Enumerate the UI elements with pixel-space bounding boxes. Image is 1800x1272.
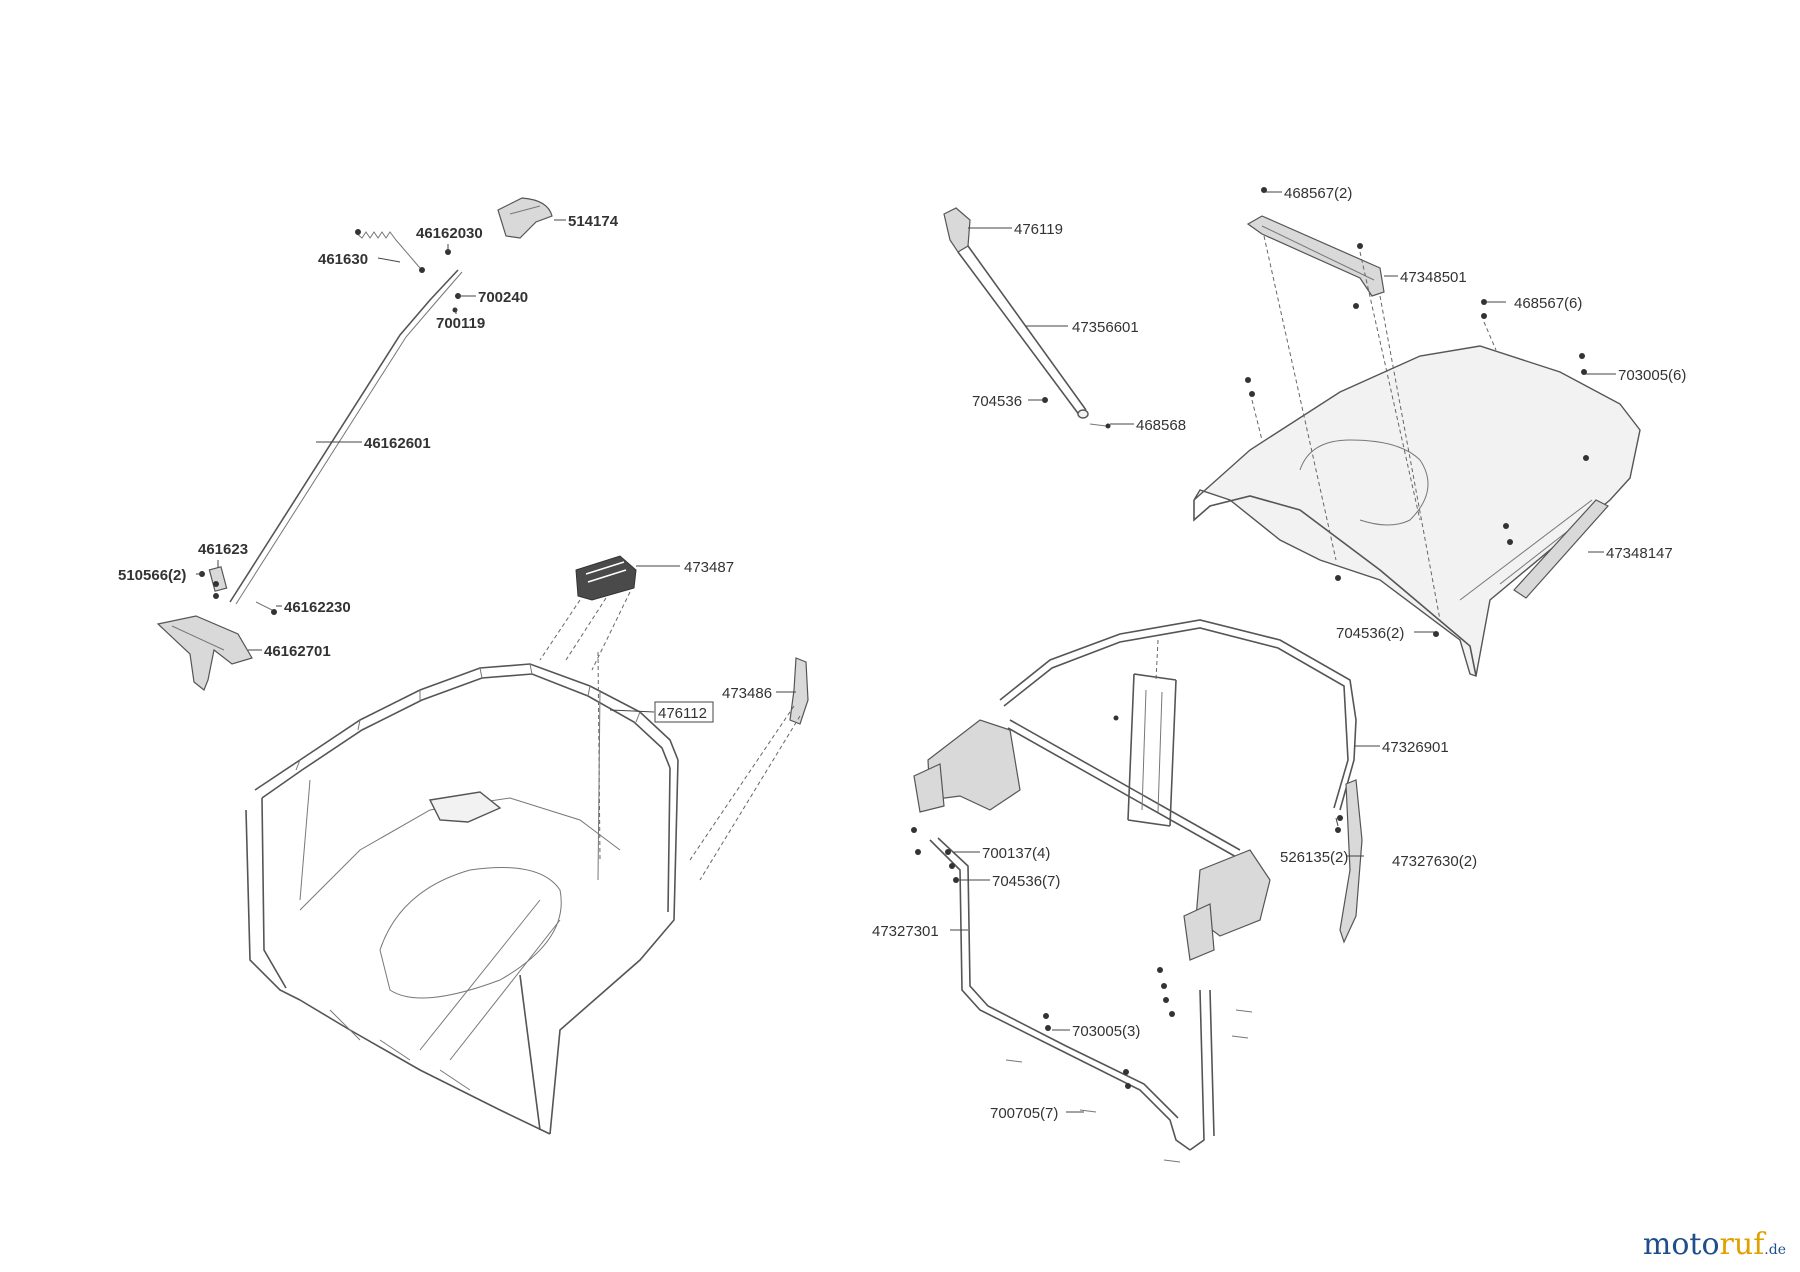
label-47326901: 47326901 xyxy=(1382,739,1449,756)
label-461623: 461623 xyxy=(198,541,248,558)
handle-grip-473487 xyxy=(575,555,637,601)
motoruf-logo: motoruf.de xyxy=(1643,1227,1786,1262)
label-468567-6: 468567(6) xyxy=(1514,295,1582,312)
label-700705: 700705(7) xyxy=(990,1105,1058,1122)
side-clip-47327630 xyxy=(1339,779,1363,944)
clip-473486 xyxy=(789,657,809,725)
lever-bracket-part xyxy=(156,615,253,691)
label-704536: 704536 xyxy=(972,393,1022,410)
bag-accessory-parts xyxy=(539,555,809,881)
label-46162230: 46162230 xyxy=(284,599,351,616)
logo-text-de: .de xyxy=(1764,1242,1786,1258)
label-46162701: 46162701 xyxy=(264,643,331,660)
spring-part xyxy=(355,231,421,269)
label-514174: 514174 xyxy=(568,213,619,230)
logo-text-moto: moto xyxy=(1642,1227,1720,1262)
label-700240: 700240 xyxy=(478,289,528,306)
grass-bag-frame xyxy=(245,663,679,1135)
bag-frame xyxy=(911,619,1363,1163)
label-47348501: 47348501 xyxy=(1400,269,1467,286)
lever-assembly xyxy=(156,197,553,691)
label-476119: 476119 xyxy=(1014,221,1063,238)
label-510566: 510566(2) xyxy=(118,567,186,584)
grip-cap-part xyxy=(497,197,553,239)
label-704536-7: 704536(7) xyxy=(992,873,1060,890)
cover-handle-47348501 xyxy=(1246,215,1385,297)
label-476112: 476112 xyxy=(658,705,707,722)
label-47327630: 47327630(2) xyxy=(1392,853,1477,870)
label-526135: 526135(2) xyxy=(1280,849,1348,866)
part-labels: 514174 46162030 461630 700240 700119 461… xyxy=(118,185,1686,1122)
label-47327301: 47327301 xyxy=(872,923,939,940)
handle-tube-assembly xyxy=(943,207,1111,429)
label-46162030: 46162030 xyxy=(416,225,483,242)
grip-476119 xyxy=(943,207,971,253)
label-47348147: 47348147 xyxy=(1606,545,1673,562)
bag-cover xyxy=(1193,187,1641,677)
label-473487: 473487 xyxy=(684,559,734,576)
label-700119: 700119 xyxy=(436,315,485,332)
leader-lines xyxy=(196,191,1616,1113)
label-468568: 468568 xyxy=(1136,417,1186,434)
logo-text-ruf: ruf xyxy=(1719,1227,1765,1262)
label-468567-2: 468567(2) xyxy=(1284,185,1352,202)
label-703005-3: 703005(3) xyxy=(1072,1023,1140,1040)
label-box-476112 xyxy=(654,701,714,723)
label-461630: 461630 xyxy=(318,251,368,268)
label-46162601: 46162601 xyxy=(364,435,431,452)
label-703005-6: 703005(6) xyxy=(1618,367,1686,384)
label-704536-2: 704536(2) xyxy=(1336,625,1404,642)
label-700137: 700137(4) xyxy=(982,845,1050,862)
label-473486: 473486 xyxy=(722,685,772,702)
label-47356601: 47356601 xyxy=(1072,319,1139,336)
